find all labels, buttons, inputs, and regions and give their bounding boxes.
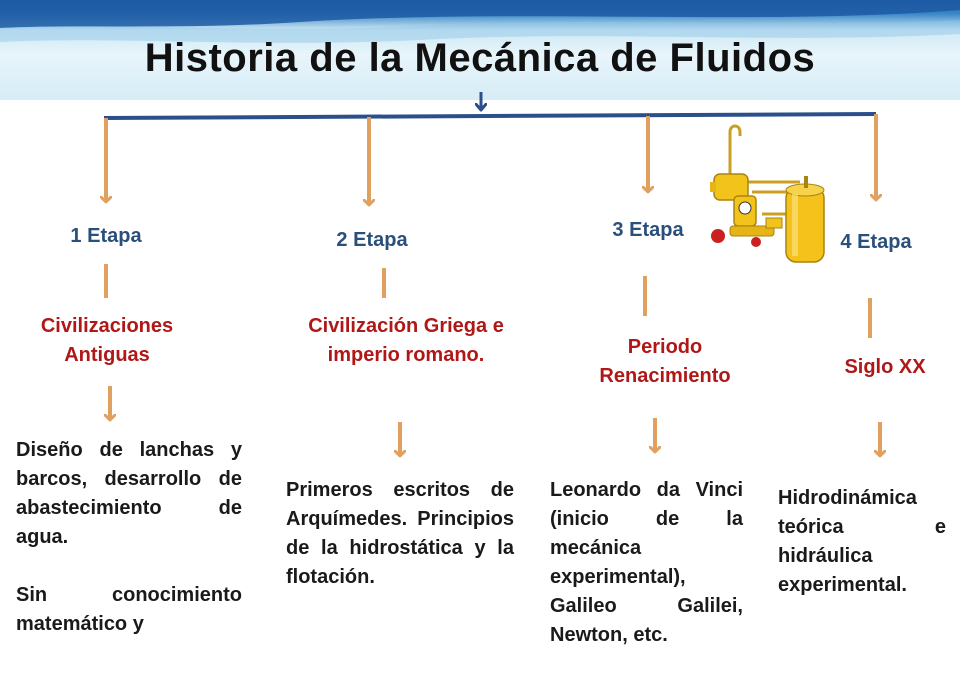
stage-4-label: 4 Etapa xyxy=(840,231,912,253)
header-wave-decoration xyxy=(0,0,960,43)
stage-1-era: Civilizaciones Antiguas xyxy=(40,315,174,366)
stage-1-description-paragraph-2: Sin conocimiento matemático y xyxy=(16,584,242,635)
timeline-connectors xyxy=(0,92,960,630)
stage-3-label: 3 Etapa xyxy=(612,219,684,241)
header-banner xyxy=(0,0,960,100)
stage-1-label: 1 Etapa xyxy=(70,225,142,247)
stage-4-description: Hidrodinámica teórica e hidráulica exper… xyxy=(778,484,946,629)
stage-4-description-paragraph-1: Hidrodinámica teórica e hidráulica exper… xyxy=(778,487,946,596)
industrial-valve-tank-icon xyxy=(710,124,825,263)
stage-3-description-paragraph-1: Leonardo da Vinci (inicio de la mecánica… xyxy=(550,479,743,646)
stage-2-description-paragraph-1: Primeros escritos de Arquímedes. Princip… xyxy=(286,479,514,588)
stage-3-description: Leonardo da Vinci (inicio de la mecánica… xyxy=(550,476,743,679)
timeline-bar xyxy=(103,112,877,120)
stage-2-description: Primeros escritos de Arquímedes. Princip… xyxy=(286,476,514,621)
stage-3-era: Periodo Renacimiento xyxy=(599,336,731,387)
stage-2-era: Civilización Griega e imperio romano. xyxy=(308,315,504,366)
stage-4-era: Siglo XX xyxy=(844,356,926,378)
stage-1-description: Diseño de lanchas y barcos, desarrollo d… xyxy=(16,436,242,668)
page-title: Historia de la Mecánica de Fluidos xyxy=(144,36,816,80)
stage-1-description-paragraph-1: Diseño de lanchas y barcos, desarrollo d… xyxy=(16,439,242,548)
stage-2-label: 2 Etapa xyxy=(336,229,408,251)
